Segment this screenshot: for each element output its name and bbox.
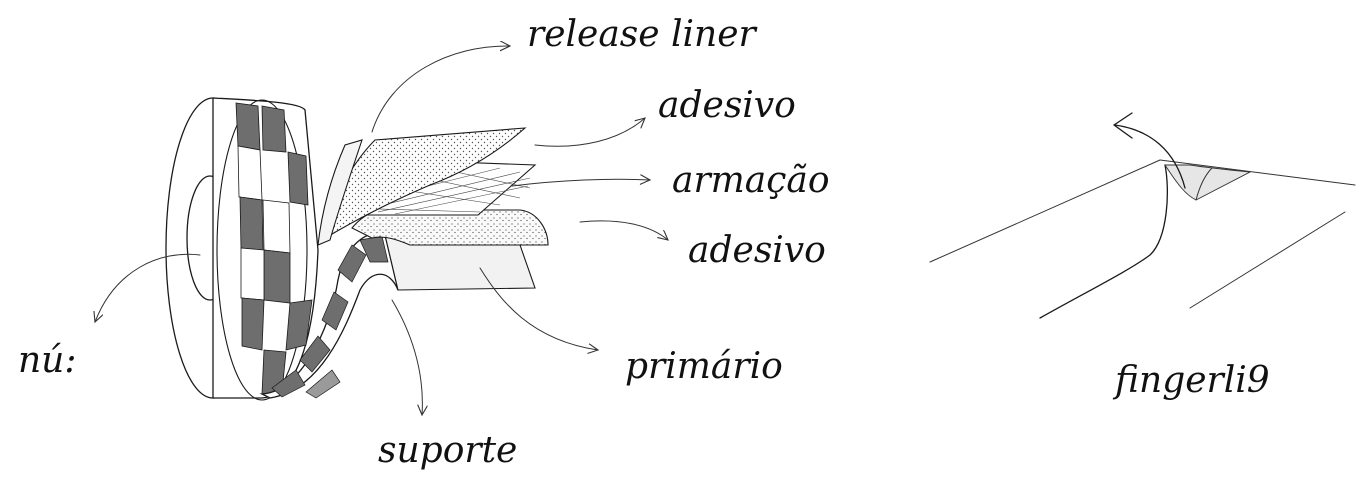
suporte-arrow	[391, 299, 422, 415]
label-fingerlift: fingerli9	[1112, 360, 1270, 401]
backing-strip	[259, 232, 399, 399]
tape-roll	[165, 97, 319, 401]
adesivo-top-arrow	[534, 118, 645, 147]
roll-checker-pattern	[235, 102, 313, 395]
label-adesivo-top: adesivo	[658, 85, 796, 126]
roll-inner-edge	[216, 99, 308, 401]
armacao-arrow	[511, 179, 650, 187]
nucleo-arrow	[95, 253, 201, 322]
label-armacao: armação	[672, 160, 830, 201]
label-adesivo-bottom: adesivo	[688, 230, 826, 271]
label-release-liner: release liner	[527, 14, 758, 55]
fingerlift-illustration	[929, 112, 1356, 319]
label-primario: primário	[625, 346, 783, 387]
label-suporte: suporte	[378, 430, 517, 471]
release-liner-layer	[317, 139, 363, 246]
label-nucleo: nú:	[18, 340, 77, 381]
backing-strip-checkers	[271, 235, 389, 399]
adesivo-bottom-arrow	[579, 220, 668, 240]
release-liner-arrow	[371, 46, 510, 133]
primario-arrow	[479, 267, 598, 350]
fingerlift-arrow	[1114, 124, 1186, 189]
fingerlift-tab	[1164, 164, 1252, 201]
